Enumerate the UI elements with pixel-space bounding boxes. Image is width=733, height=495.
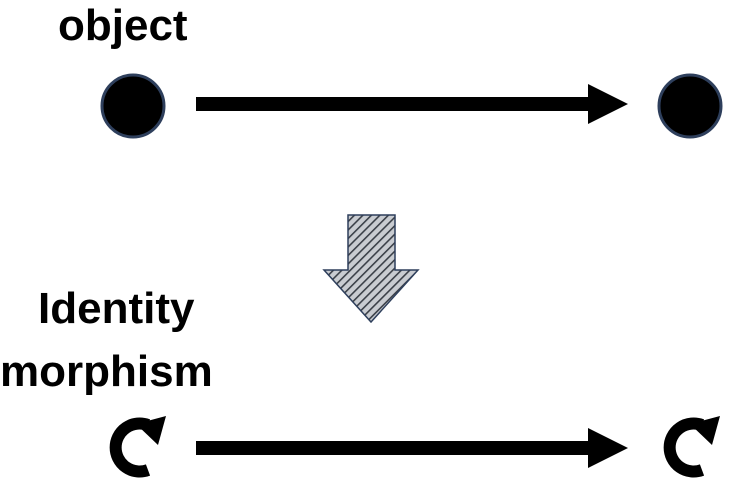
object-label: object xyxy=(58,1,188,50)
target-object-dot xyxy=(657,73,723,139)
target-identity-loop-icon xyxy=(663,416,720,478)
identity-label: Identity xyxy=(38,284,195,333)
source-object-dot xyxy=(100,73,166,139)
hatched-down-arrow-icon xyxy=(322,214,420,324)
source-identity-loop-icon xyxy=(109,416,166,478)
bottom-morphism-arrow xyxy=(196,428,628,468)
morphism-label: morphism xyxy=(0,347,213,396)
top-morphism-arrow xyxy=(196,84,628,124)
